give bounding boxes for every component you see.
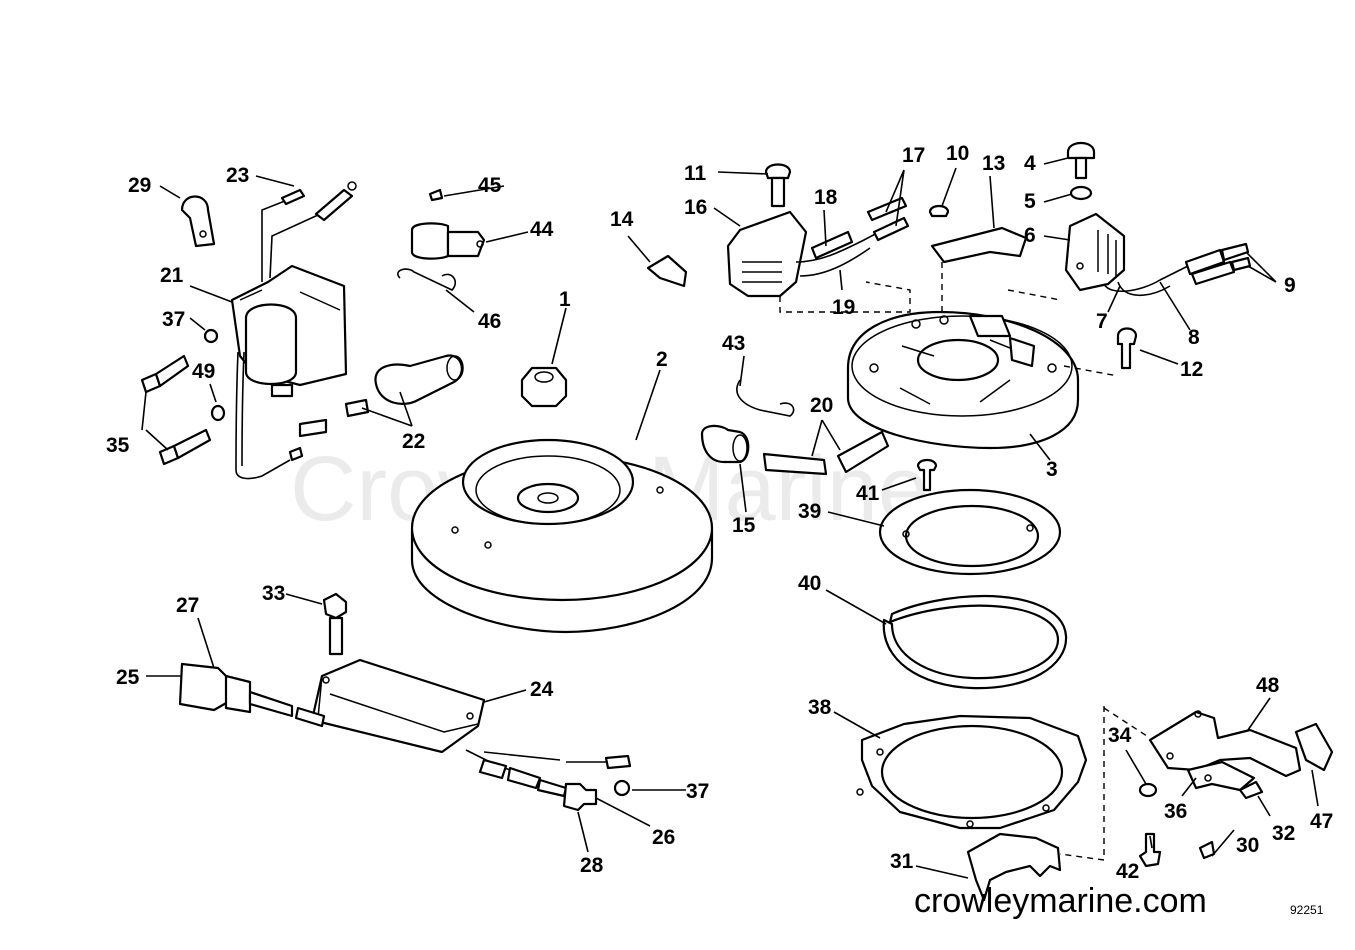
callout-39: 39 [798, 500, 821, 523]
bracket-part [1138, 710, 1334, 868]
callout-15: 15 [732, 514, 756, 537]
callout-41: 41 [856, 482, 880, 505]
bracket-part [930, 226, 1028, 264]
assembly-line [1063, 365, 1119, 377]
callout-12: 12 [1180, 358, 1203, 381]
cable-clip-part [646, 254, 688, 288]
callout-47: 47 [1310, 810, 1333, 833]
lockwasher-part [203, 328, 219, 344]
diagram-code: 92251 [1290, 903, 1324, 917]
screw-part [916, 458, 938, 492]
ignition-coil-part [230, 181, 357, 480]
flywheel-part [410, 438, 714, 634]
callout-46: 46 [478, 310, 501, 333]
nut-part [520, 366, 568, 408]
callout-44: 44 [530, 218, 554, 241]
connector-part [178, 662, 326, 728]
callout-4: 4 [1024, 152, 1036, 175]
screw-part [1066, 141, 1096, 201]
callout-30: 30 [1236, 834, 1259, 857]
callout-34: 34 [1108, 724, 1132, 747]
callout-2: 2 [656, 348, 668, 371]
terminal-part [478, 758, 508, 780]
callout-42: 42 [1116, 860, 1139, 883]
callout-35: 35 [106, 434, 130, 457]
assembly-line [1059, 706, 1105, 861]
callout-21: 21 [160, 264, 184, 287]
power-pack-part [310, 658, 486, 754]
screw-part [928, 204, 950, 218]
callout-22: 22 [402, 430, 425, 453]
callout-37-upper: 37 [162, 308, 185, 331]
throttle-cam-part [966, 832, 1062, 902]
callout-48: 48 [1256, 674, 1280, 697]
boot-part [298, 354, 464, 438]
callout-17: 17 [902, 144, 925, 167]
hose-part [700, 424, 890, 476]
callout-3: 3 [1046, 458, 1058, 481]
callout-14: 14 [610, 208, 634, 231]
sensor-coil-part [726, 163, 910, 298]
callout-27: 27 [176, 594, 199, 617]
callout-9: 9 [1284, 274, 1296, 297]
callout-26: 26 [652, 826, 675, 849]
brand-footer: crowleymarine.com [914, 882, 1207, 920]
armature-plate-part [846, 310, 1080, 450]
callout-20: 20 [810, 394, 833, 417]
clamp-part [180, 195, 216, 248]
terminal-part [604, 754, 632, 770]
callout-49: 49 [192, 360, 215, 383]
callout-labels: 1 2 3 4 5 6 7 8 9 10 11 12 13 14 15 16 1… [106, 142, 1333, 883]
screw-part [322, 592, 348, 656]
callout-45: 45 [478, 174, 502, 197]
callout-6: 6 [1024, 224, 1036, 247]
callout-37-lower: 37 [686, 780, 709, 803]
callout-43: 43 [722, 332, 745, 355]
assembly-line [779, 281, 911, 313]
callout-38: 38 [808, 696, 832, 719]
callout-5: 5 [1024, 190, 1036, 213]
callout-28: 28 [580, 854, 604, 877]
leader-lines [141, 157, 1319, 879]
callout-36: 36 [1164, 800, 1187, 823]
screw-part [1116, 327, 1138, 370]
callout-1: 1 [559, 288, 571, 311]
washer-part [210, 404, 226, 422]
callout-7: 7 [1096, 310, 1108, 333]
assembly-line [1103, 707, 1151, 739]
callout-33: 33 [262, 582, 285, 605]
lockwasher-part [613, 779, 631, 797]
callout-10: 10 [946, 142, 969, 165]
terminal-part [1190, 260, 1236, 286]
terminal-part [1184, 248, 1226, 276]
retaining-ring-part [882, 594, 1068, 690]
callout-18: 18 [814, 186, 838, 209]
retainer-plate-part [878, 488, 1062, 576]
terminal-part [1230, 256, 1252, 272]
callout-40: 40 [798, 572, 821, 595]
terminal-part [1220, 242, 1250, 262]
assembly-line [1007, 289, 1061, 301]
callout-19: 19 [832, 296, 855, 319]
connector-part [562, 782, 598, 812]
terminal-part [506, 766, 542, 790]
callout-24: 24 [530, 678, 554, 701]
mount-plate-part [856, 714, 1088, 830]
callout-8: 8 [1188, 326, 1200, 349]
callout-23: 23 [226, 164, 249, 187]
charge-coil-part [1064, 212, 1126, 292]
callout-29: 29 [128, 174, 151, 197]
clip-part [736, 379, 795, 417]
callout-31: 31 [890, 850, 914, 873]
connector-part [397, 188, 486, 291]
callout-11: 11 [684, 162, 707, 185]
screw-part [140, 354, 212, 466]
callout-32: 32 [1272, 822, 1295, 845]
terminal-part [536, 778, 568, 798]
callout-16: 16 [684, 196, 707, 219]
callout-25: 25 [116, 666, 140, 689]
callout-13: 13 [982, 152, 1005, 175]
